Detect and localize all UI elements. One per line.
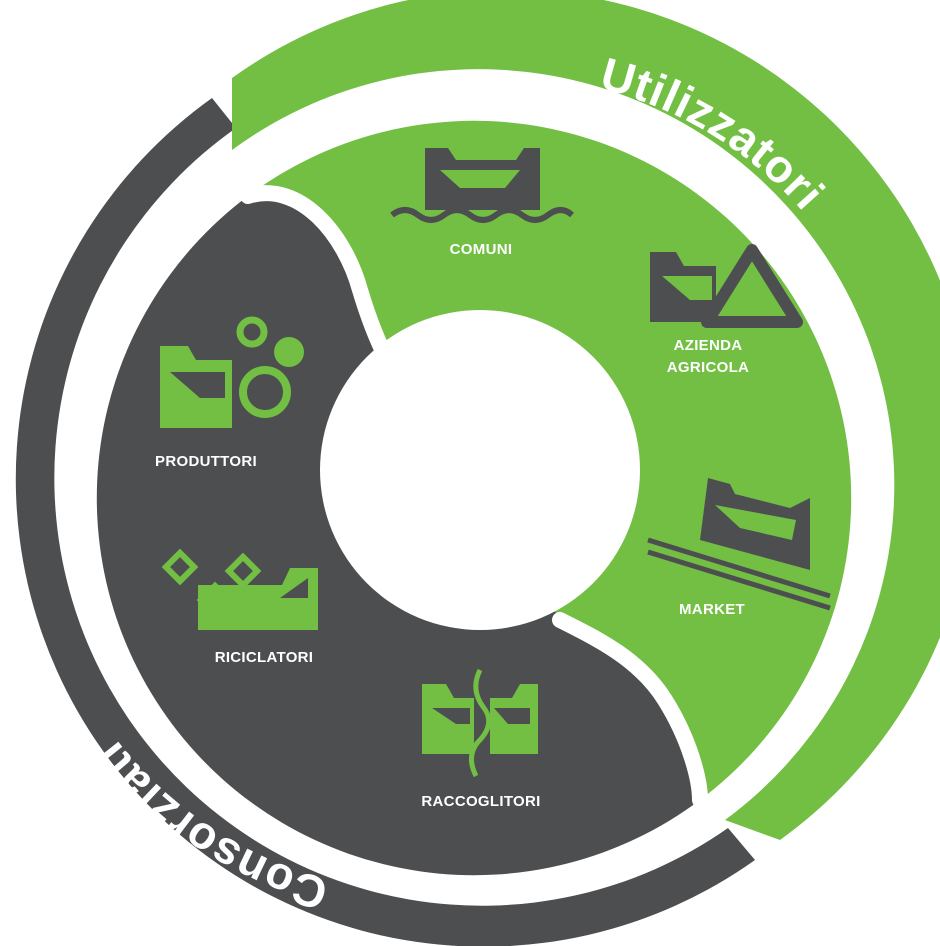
azienda-label-line1: AZIENDA bbox=[674, 337, 743, 354]
folder-triangle-icon bbox=[650, 244, 803, 328]
comuni-label: COMUNI bbox=[450, 241, 513, 258]
folder-crack-icon bbox=[422, 668, 538, 778]
utilizzatori-ring bbox=[232, 0, 940, 840]
folder-conveyor-icon bbox=[647, 478, 831, 611]
produttori-label: PRODUTTORI bbox=[155, 453, 257, 470]
folder-bubbles-icon bbox=[160, 316, 304, 428]
market-label: MARKET bbox=[679, 601, 745, 618]
riciclatori-label: RICICLATORI bbox=[215, 649, 314, 666]
consorziati-ring bbox=[15, 98, 755, 946]
center-circle bbox=[320, 310, 640, 630]
azienda-label-line2: AGRICOLA bbox=[667, 359, 749, 376]
folder-water-icon bbox=[390, 148, 575, 223]
raccoglitori-label: RACCOGLITORI bbox=[421, 793, 540, 810]
folder-diamonds-icon bbox=[161, 548, 318, 630]
